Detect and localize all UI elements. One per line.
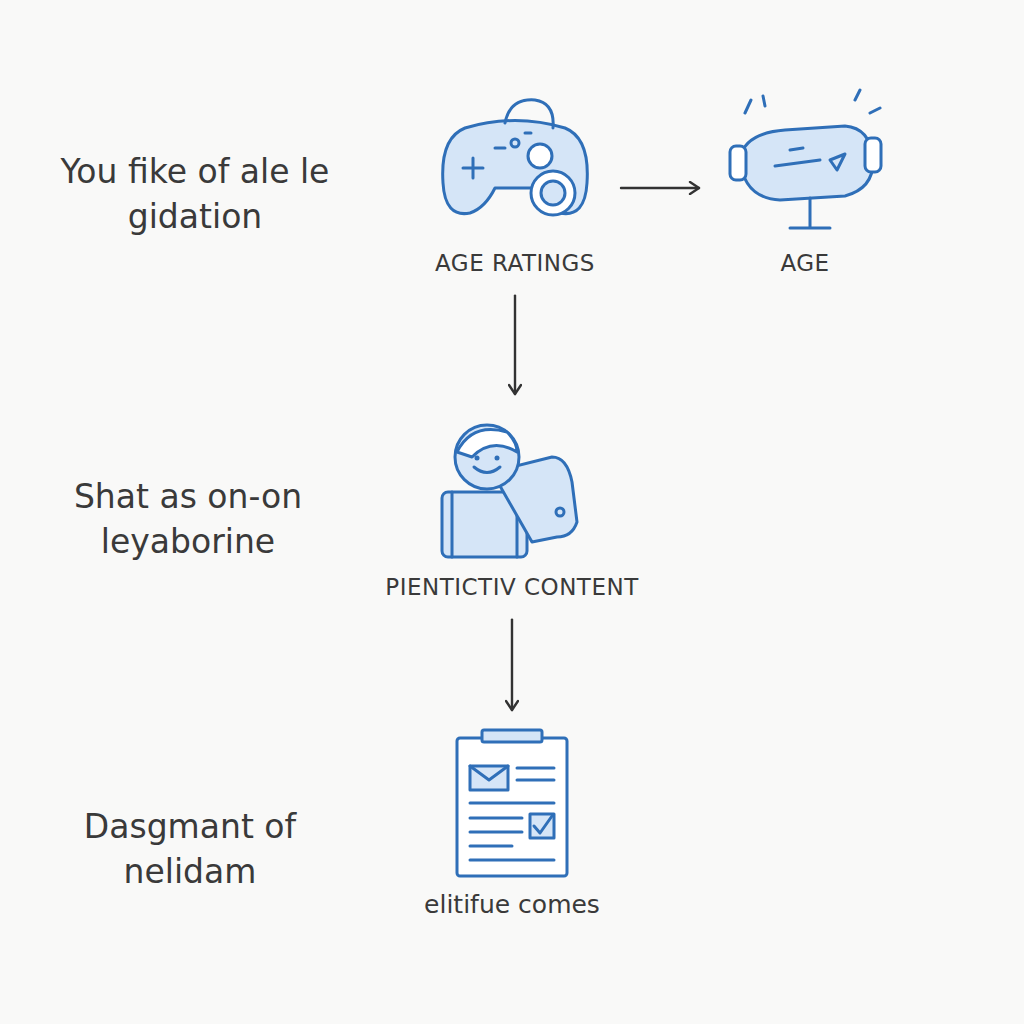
side-label: You fike of ale le gidation [30, 150, 360, 239]
node-icon [432, 728, 592, 878]
node-caption: PIENTICTIV CONTENT [377, 574, 646, 602]
flow-arrow [621, 187, 699, 189]
node-caption: elitifue comes [416, 890, 608, 920]
side-label: Dasgmant of nelidam [25, 805, 355, 894]
icon-node: AGE RATINGS [427, 88, 603, 278]
side-label: Shat as on-on leyaborine [23, 475, 353, 564]
icon-node: PIENTICTIV CONTENT [377, 412, 646, 602]
node-icon [435, 88, 595, 238]
node-caption: AGE RATINGS [427, 250, 603, 278]
flow-arrow [511, 620, 513, 710]
icon-node: AGE [717, 88, 893, 278]
node-icon [432, 412, 592, 562]
node-caption: AGE [717, 250, 893, 278]
flow-arrow [514, 296, 516, 394]
node-icon [725, 88, 885, 238]
icon-node: elitifue comes [416, 728, 608, 920]
